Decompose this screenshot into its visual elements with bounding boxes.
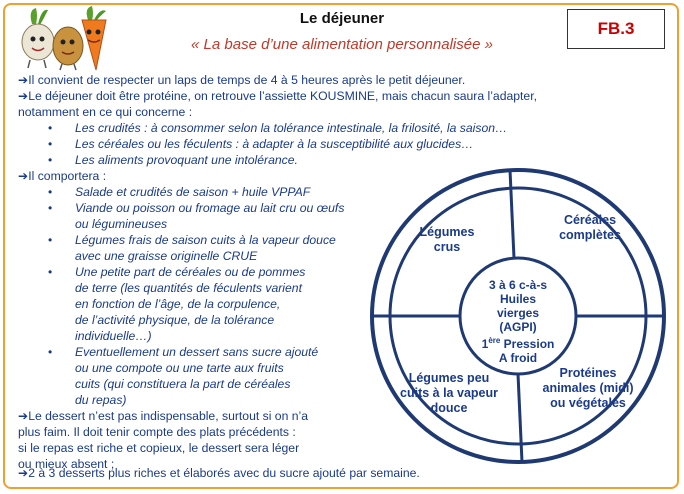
list-item-dessert-line4: du repas) (75, 393, 127, 407)
paragraph-dessert-line1: ➔Le dessert n’est pas indispensable, sur… (18, 409, 309, 423)
paragraph-dessert-line2: plus faim. Il doit tenir compte des plat… (18, 425, 296, 439)
list-item-cereales-part-line4: de l’activité physique, de la tolérance (75, 313, 275, 327)
paragraph-dessert-line4: ou mieux absent ; (18, 457, 115, 471)
page-title: Le déjeuner (299, 10, 385, 27)
list-item-legumes-line1: Légumes frais de saison cuits à la vapeu… (75, 233, 336, 247)
wheel-center-huiles: 3 à 6 c-à-s Huiles vierges (AGPI) 1ère P… (481, 278, 555, 365)
list-item-cereales-part-line3: en fonction de l’âge, de la corpulence, (75, 297, 281, 311)
bullet-icon: • (48, 201, 53, 215)
kousmine-plate-diagram (370, 168, 666, 464)
list-item-dessert-line3: cuits (qui constituera la part de céréal… (75, 377, 291, 391)
sheet-code-badge: FB.3 (567, 9, 665, 49)
list-item-cereales-part-line5: individuelle…) (75, 329, 152, 343)
paragraph-comportera: ➔Il comportera : (18, 169, 107, 183)
list-item-dessert-line2: ou une compote ou une tarte aux fruits (75, 361, 284, 375)
list-item-viande-line2: ou légumineuses (75, 217, 168, 231)
list-item-intolerance: Les aliments provoquant une intolérance. (75, 153, 298, 167)
vegetable-characters-illustration (21, 6, 107, 71)
list-item-legumes-line2: avec une graisse originelle CRUE (75, 249, 258, 263)
paragraph-weekly-desserts: ➔2 à 3 desserts plus riches et élaborés … (18, 466, 420, 480)
list-item-crudites: Les crudités : à consommer selon la tolé… (75, 121, 508, 135)
list-item-cereales-part-line2: de terre (les quantités de féculents var… (75, 281, 302, 295)
paragraph-protein-line1: ➔Le déjeuner doit être protéine, on retr… (18, 89, 537, 103)
bullet-icon: • (48, 185, 53, 199)
bullet-icon: • (48, 137, 53, 151)
bullet-icon: • (48, 233, 53, 247)
paragraph-protein-line2: notamment en ce qui concerne : (18, 105, 193, 119)
page-subtitle: « La base d’une alimentation personnalis… (191, 36, 493, 53)
list-item-dessert-line1: Eventuellement un dessert sans sucre ajo… (75, 345, 319, 359)
page-frame (3, 3, 679, 489)
list-item-viande-line1: Viande ou poisson ou fromage au lait cru… (75, 201, 345, 215)
list-item-cereales: Les céréales ou les féculents : à adapte… (75, 137, 474, 151)
bullet-icon: • (48, 153, 53, 167)
bullet-icon: • (48, 121, 53, 135)
list-item-cereales-part-line1: Une petite part de céréales ou de pommes (75, 265, 306, 279)
bullet-icon: • (48, 345, 53, 359)
bullet-icon: • (48, 265, 53, 279)
paragraph-dessert-line3: si le repas est riche et copieux, le des… (18, 441, 300, 455)
paragraph-timing: ➔Il convient de respecter un laps de tem… (18, 73, 466, 87)
list-item-salade: Salade et crudités de saison + huile VPP… (75, 185, 311, 199)
